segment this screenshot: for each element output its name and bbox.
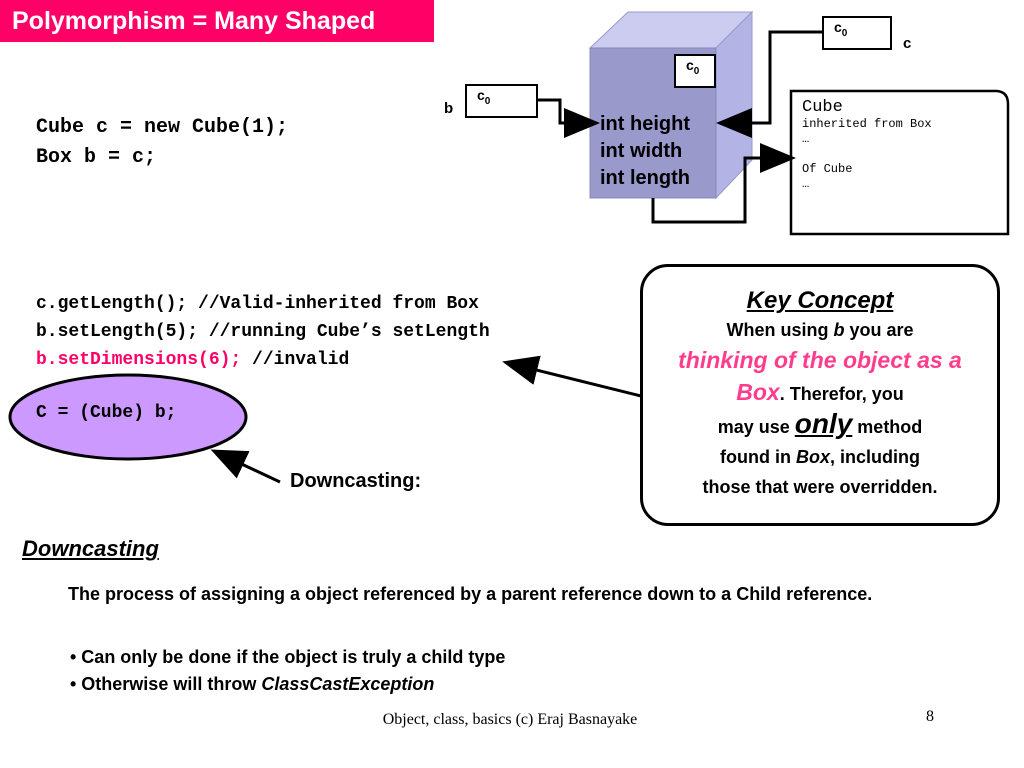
code-line-setdimensions: b.setDimensions(6); //invalid [36,346,490,374]
downcasting-label: Downcasting: [290,470,422,492]
section-paragraph: The process of assigning a object refere… [68,584,873,604]
b-ref-sub: 0 [484,95,491,107]
kc-text-3-end: method [852,417,923,437]
kc-highlight: thinking of the object as a Box [678,347,962,405]
c-ref-sub: 0 [841,27,848,39]
code-line-assign-box: Box b = c; [36,146,157,169]
kc-box-word: Box [795,447,830,467]
bullet-2-exception: ClassCastException [261,674,435,694]
field-height: int height [600,113,690,135]
kc-text-2: . Therefor, you [779,384,904,404]
cast-pointer-arrow [210,449,281,484]
key-concept-title: Key Concept [746,287,894,314]
cube-desc-line-1: inherited from Box [802,117,932,131]
kc-text-3: may use [717,417,795,437]
box-fields: int height int width int length [600,111,690,192]
cube-desc-frame [789,89,1010,236]
code-setdimensions-call: b.setDimensions(6); [36,350,242,370]
cube-desc-line-5: … [802,177,810,191]
bullet-item-1: • Can only be done if the object is trul… [70,647,506,667]
slide-title: Polymorphism = Many Shaped [0,0,434,42]
bullet-list: • Can only be done if the object is trul… [70,644,505,698]
invalid-pointer-arrow [502,355,642,398]
key-concept-box: Key Concept When using b you are thinkin… [640,264,1000,526]
kc-only: only [794,408,853,439]
c-reference-box: c0 [822,16,892,50]
kc-var-b: b [833,320,845,340]
c-ref-label: c [834,19,842,35]
b-ref-line [538,98,600,138]
b-ref-label: c [477,87,485,103]
object-id-sub: 0 [693,65,700,77]
cube-desc-line-2: … [802,132,810,146]
code-invalid-comment: //invalid [241,350,350,370]
kc-text-5: those that were overridden. [702,477,938,497]
c-ref-line [716,30,822,138]
bullet-item-2: • Otherwise will throw ClassCastExceptio… [70,671,505,698]
field-width: int width [600,140,683,162]
kc-text-1-end: you are [844,320,914,340]
var-c-label: c [903,35,912,52]
code-line-new-cube: Cube c = new Cube(1); [36,116,289,139]
cube-desc-title: Cube [802,98,843,117]
var-b-label: b [444,100,454,117]
object-id-label: c [686,57,694,73]
cast-oval [8,373,248,461]
code-line-setlength: b.setLength(5); //running Cube’s setLeng… [36,322,490,342]
kc-text-4: found in [720,447,796,467]
page-number: 8 [926,708,934,725]
key-concept-body: When using b you are thinking of the obj… [643,315,997,502]
cube-desc-line-4: Of Cube [802,162,853,176]
cube-description: Cube inherited from Box … Of Cube … [802,98,992,192]
kc-text-4-end: , including [830,447,920,467]
code-line-getlength: c.getLength(); //Valid-inherited from Bo… [36,294,479,314]
object-id-box: c0 [674,54,716,88]
slide-footer: Object, class, basics (c) Eraj Basnayake [382,711,638,728]
box-to-cube-line [651,143,796,224]
b-reference-box: c0 [465,84,538,118]
code-line-cast: C = (Cube) b; [36,403,177,423]
field-length: int length [600,167,690,189]
bullet-2-text: • Otherwise will throw [70,674,262,694]
cube-desc-line-3 [802,147,992,162]
kc-text-1: When using [726,320,834,340]
code-block-declarations: Cube c = new Cube(1); Box b = c; [36,113,288,173]
section-heading: Downcasting [22,536,159,561]
code-block-calls: c.getLength(); //Valid-inherited from Bo… [36,290,490,374]
